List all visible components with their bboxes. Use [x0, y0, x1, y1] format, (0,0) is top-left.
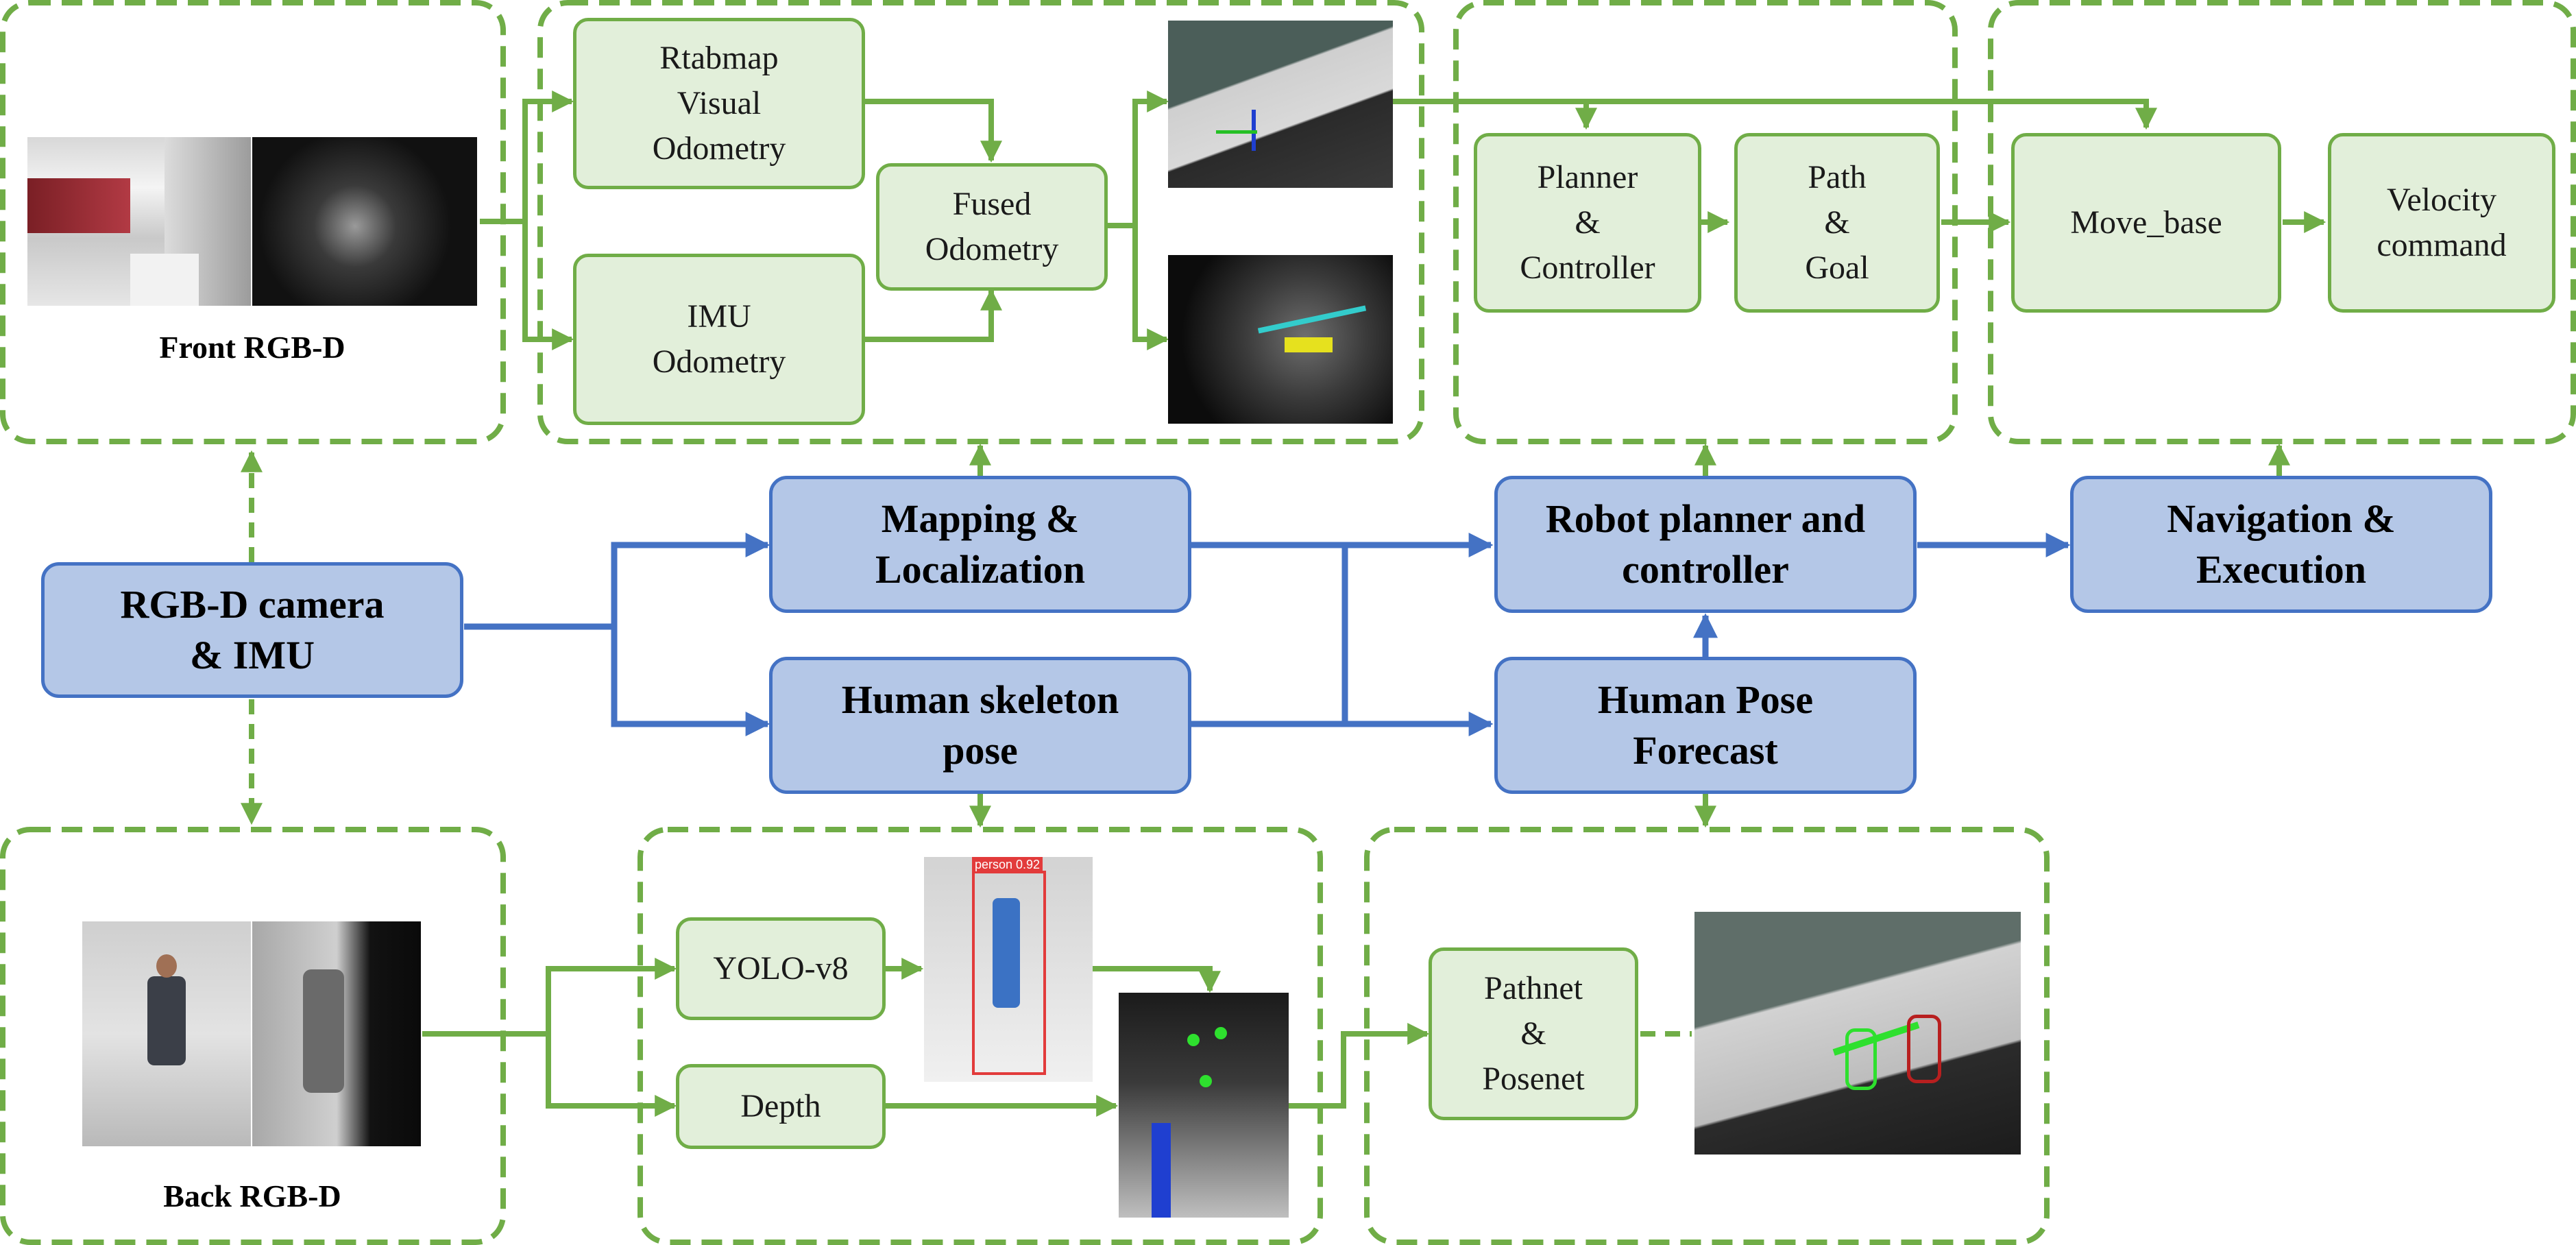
- person-shape: [147, 976, 186, 1065]
- railing-shape: [27, 178, 130, 233]
- mapping-localization-block: Mapping & Localization: [769, 476, 1191, 613]
- pose-forecast-render: [1694, 912, 2021, 1155]
- joint-dot: [1187, 1034, 1200, 1046]
- fused-odometry-box: Fused Odometry: [876, 163, 1108, 291]
- robot-planner-controller-block: Robot planner and controller: [1494, 476, 1917, 613]
- front-rgb-image: [27, 137, 251, 306]
- human-pose-forecast-block: Human Pose Forecast: [1494, 657, 1917, 794]
- move-base-box: Move_base: [2011, 133, 2281, 313]
- yolo-detection-image: person 0.92: [924, 857, 1093, 1082]
- front-rgbd-caption: Front RGB-D: [159, 330, 345, 365]
- map-render-bottom: [1168, 255, 1393, 424]
- trajectory-line: [1257, 305, 1367, 334]
- imu-odometry-box: IMU Odometry: [573, 254, 865, 425]
- back-rgb-image: [82, 921, 251, 1146]
- pathnet-posenet-box: Pathnet & Posenet: [1429, 947, 1638, 1120]
- front-depth-image: [252, 137, 477, 306]
- current-pose: [1845, 1028, 1877, 1090]
- planner-controller-box: Planner & Controller: [1474, 133, 1701, 313]
- axis-marker: [1216, 130, 1257, 134]
- person-skeleton-shape: [993, 898, 1020, 1008]
- detection-box: [972, 871, 1046, 1075]
- floor-shape: [130, 254, 199, 306]
- depth-box: Depth: [676, 1064, 886, 1149]
- navigation-panel: [1988, 0, 2576, 444]
- joint-dot: [1215, 1027, 1227, 1039]
- skeleton-3d-image: [1119, 993, 1289, 1218]
- back-depth-image: [252, 921, 421, 1146]
- joint-dot: [1200, 1075, 1212, 1087]
- detection-label: person 0.92: [972, 857, 1043, 872]
- rtabmap-odometry-box: Rtabmap Visual Odometry: [573, 18, 865, 189]
- yolo-v8-box: YOLO-v8: [676, 917, 886, 1020]
- back-rgbd-caption: Back RGB-D: [163, 1178, 341, 1213]
- rgbd-imu-block: RGB-D camera & IMU: [41, 562, 463, 698]
- pose-marker: [1285, 337, 1333, 352]
- blue-bar: [1152, 1123, 1171, 1218]
- predicted-pose: [1907, 1015, 1941, 1083]
- person-depth-shape: [303, 969, 344, 1093]
- person-head: [156, 954, 177, 978]
- map-render-top: [1168, 21, 1393, 188]
- path-goal-box: Path & Goal: [1734, 133, 1940, 313]
- human-skeleton-pose-block: Human skeleton pose: [769, 657, 1191, 794]
- velocity-command-box: Velocity command: [2328, 133, 2555, 313]
- mapping-panel: [537, 0, 1424, 444]
- navigation-execution-block: Navigation & Execution: [2070, 476, 2492, 613]
